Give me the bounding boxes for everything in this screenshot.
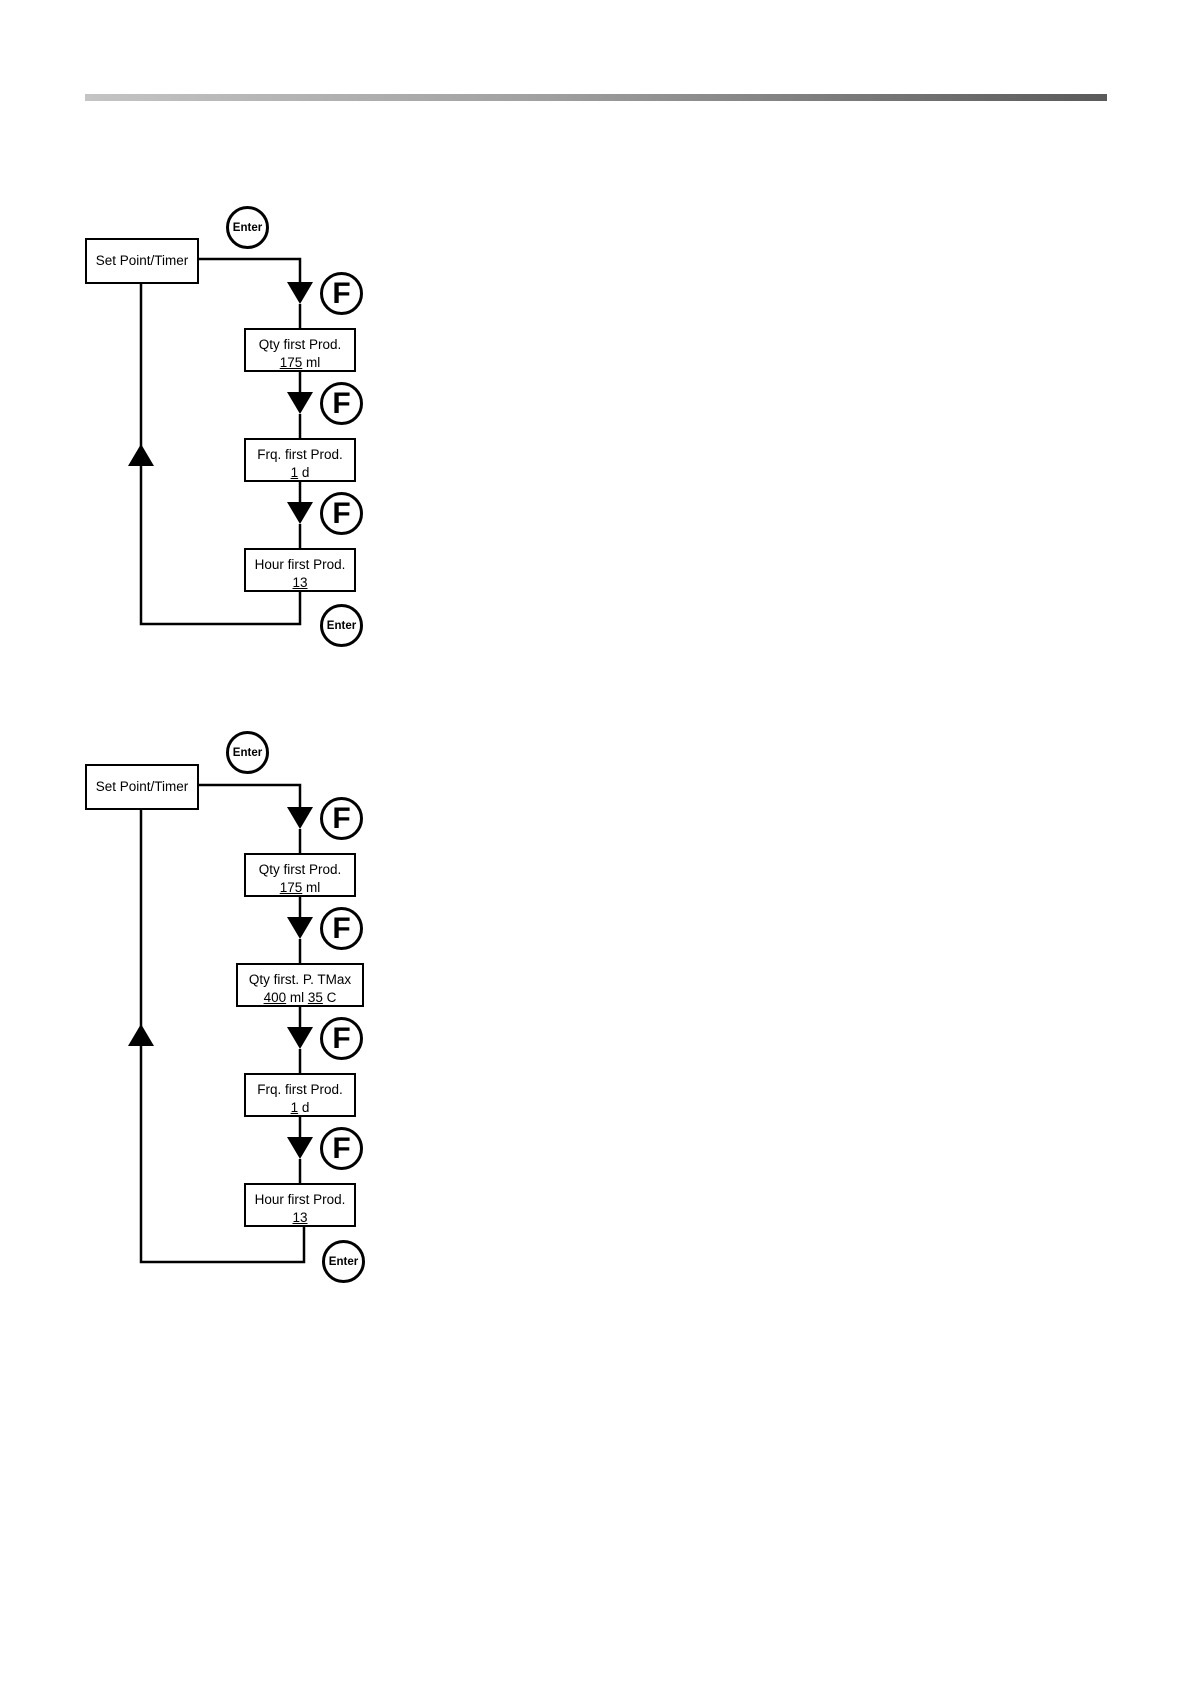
step-value: 13	[292, 1210, 307, 1225]
arrow-up	[128, 1024, 154, 1046]
step-box-qty-first-p-tmax: Qty first. P. TMax 400 ml 35 C	[236, 963, 364, 1007]
step-unit-2: C	[327, 990, 337, 1005]
arrow-down-1	[287, 807, 313, 829]
step-unit: d	[302, 1100, 310, 1115]
f-button-2[interactable]: F	[320, 907, 363, 950]
step-value-2: 35	[308, 990, 323, 1005]
arrow-down-4	[287, 1137, 313, 1159]
step-title: Frq. first Prod.	[246, 1075, 354, 1099]
step-unit: ml	[306, 880, 320, 895]
step-title: Qty first. P. TMax	[238, 965, 362, 989]
step-value: 1	[291, 1100, 299, 1115]
flow-diagram-2: Set Point/Timer Enter F Qty first Prod. …	[0, 0, 400, 1300]
connector-start-to-step1	[199, 785, 300, 807]
arrow-down-2	[287, 917, 313, 939]
step-title: Qty first Prod.	[246, 855, 354, 879]
step-box-frq-first-prod: Frq. first Prod. 1 d	[244, 1073, 356, 1117]
enter-button-bottom[interactable]: Enter	[322, 1240, 365, 1283]
enter-button-top[interactable]: Enter	[226, 731, 269, 774]
start-box-set-point-timer: Set Point/Timer	[85, 764, 199, 810]
step-value: 400	[264, 990, 287, 1005]
start-box-label: Set Point/Timer	[96, 778, 189, 796]
f-button-3[interactable]: F	[320, 1017, 363, 1060]
step-value: 175	[280, 880, 303, 895]
step-box-hour-first-prod: Hour first Prod. 13	[244, 1183, 356, 1227]
step-title: Hour first Prod.	[246, 1185, 354, 1209]
step-box-qty-first-prod: Qty first Prod. 175 ml	[244, 853, 356, 897]
f-button-1[interactable]: F	[320, 797, 363, 840]
arrow-down-3	[287, 1027, 313, 1049]
step-unit: ml	[290, 990, 304, 1005]
f-button-4[interactable]: F	[320, 1127, 363, 1170]
